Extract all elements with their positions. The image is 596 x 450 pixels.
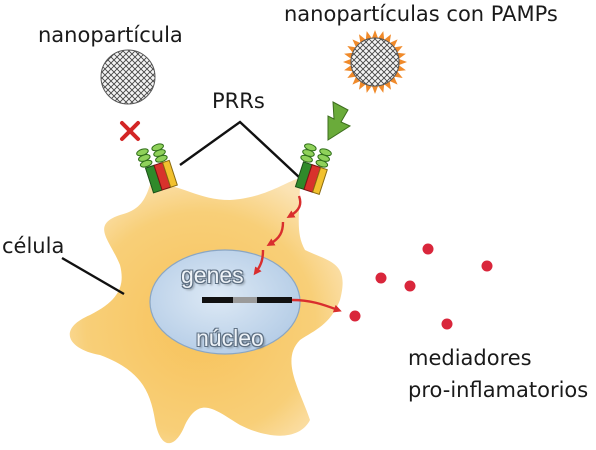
mediators-label-line1: mediadores bbox=[408, 346, 532, 370]
mediators-label-line2: pro-inflamatorios bbox=[408, 378, 589, 402]
prrs-label: PRRs bbox=[212, 89, 265, 113]
prr-pointer-lines bbox=[179, 120, 301, 179]
cell-label: célula bbox=[2, 234, 65, 258]
x-mark-icon bbox=[120, 121, 140, 141]
mediator-dots bbox=[349, 243, 493, 330]
nucleus-label: núcleo bbox=[196, 325, 264, 351]
gene-segment bbox=[233, 297, 257, 303]
genes-label: genes bbox=[181, 262, 244, 288]
nanoparticle-label: nanopartícula bbox=[38, 23, 183, 47]
prr-receptor-left bbox=[136, 143, 178, 194]
nanoparticle bbox=[100, 49, 156, 105]
down-arrow-icon bbox=[327, 101, 352, 141]
cell-pointer-line bbox=[61, 256, 125, 296]
pamp-nanoparticles-label: nanopartículas con PAMPs bbox=[284, 2, 558, 26]
pamp-nanoparticle bbox=[343, 30, 407, 94]
signal-arrows bbox=[253, 195, 342, 313]
prr-receptor-right bbox=[294, 143, 332, 195]
